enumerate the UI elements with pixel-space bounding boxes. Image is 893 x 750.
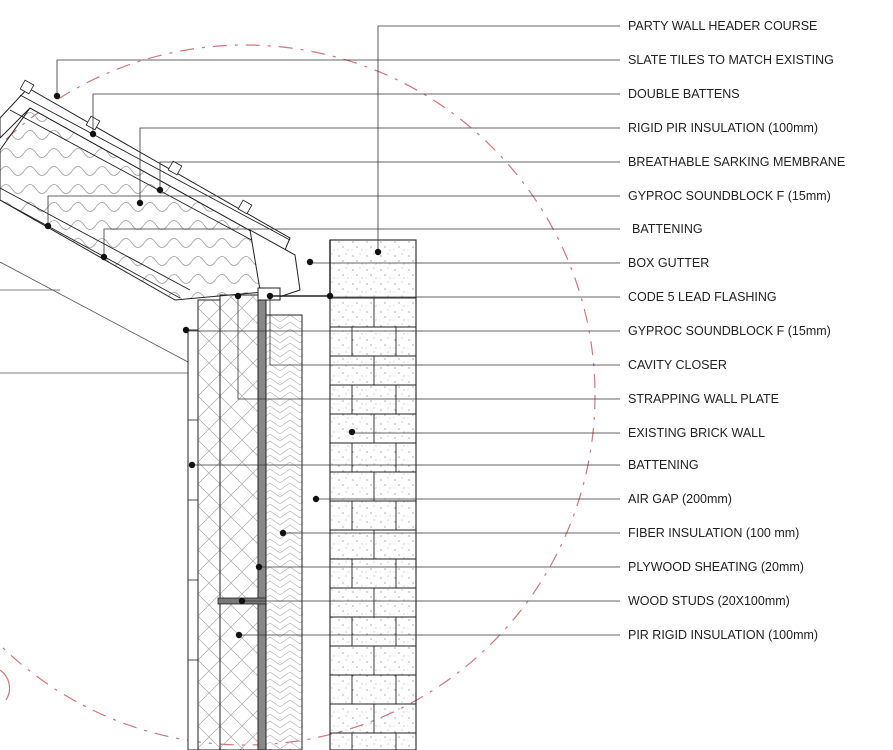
detail-circle-fragment: [0, 669, 11, 701]
label-lead-flashing: CODE 5 LEAD FLASHING: [628, 290, 777, 304]
label-sarking-membrane: BREATHABLE SARKING MEMBRANE: [628, 155, 845, 169]
label-gyproc-roof: GYPROC SOUNDBLOCK F (15mm): [628, 189, 831, 203]
leader-dot: [306, 258, 314, 266]
leader-dot: [188, 461, 196, 469]
label-plywood-sheathing: PLYWOOD SHEATING (20mm): [628, 560, 804, 574]
detail-boundary-circle: [0, 44, 596, 746]
label-box-gutter: BOX GUTTER: [628, 256, 709, 270]
leader-line: [139, 127, 620, 203]
label-strapping-wall-plate: STRAPPING WALL PLATE: [628, 392, 779, 406]
leader-dot: [312, 495, 320, 503]
leader-dot: [266, 292, 274, 300]
leader-dot: [53, 92, 61, 100]
leader-line: [159, 161, 620, 190]
leader-dots: [44, 92, 382, 639]
leader-line: [269, 296, 620, 366]
leader-dot: [374, 248, 382, 256]
leader-line: [237, 296, 620, 400]
leader-dot: [182, 326, 190, 334]
leader-line: [103, 228, 620, 257]
label-existing-brick-wall: EXISTING BRICK WALL: [628, 426, 765, 440]
label-double-battens: DOUBLE BATTENS: [628, 87, 740, 101]
label-wood-studs: WOOD STUDS (20X100mm): [628, 594, 790, 608]
wall-buildup: [187, 240, 331, 750]
label-rigid-pir-roof: RIGID PIR INSULATION (100mm): [628, 121, 818, 135]
leader-line: [377, 25, 620, 252]
leader-line: [47, 195, 620, 226]
leader-dot: [136, 199, 144, 207]
leader-dot: [100, 253, 108, 261]
label-cavity-closer: CAVITY CLOSER: [628, 358, 727, 372]
existing-brick-wall: [329, 239, 417, 750]
leader-dot: [44, 222, 52, 230]
annotation-labels: PARTY WALL HEADER COURSE SLATE TILES TO …: [628, 19, 845, 642]
leader-dot: [235, 631, 243, 639]
leader-dot: [238, 597, 246, 605]
label-slate-tiles: SLATE TILES TO MATCH EXISTING: [628, 53, 834, 67]
label-battening-wall: BATTENING: [628, 458, 699, 472]
interior-ceiling-lines: [0, 261, 189, 374]
leader-dot: [255, 563, 263, 571]
leader-dot: [89, 130, 97, 138]
leader-dot: [348, 428, 356, 436]
leader-dot: [156, 186, 164, 194]
label-fiber-insulation: FIBER INSULATION (100 mm): [628, 526, 799, 540]
label-pir-rigid-wall: PIR RIGID INSULATION (100mm): [628, 628, 818, 642]
leader-dot: [279, 529, 287, 537]
leader-dot: [326, 292, 334, 300]
label-gyproc-wall: GYPROC SOUNDBLOCK F (15mm): [628, 324, 831, 338]
leader-dot: [234, 292, 242, 300]
leader-line: [56, 59, 620, 96]
leader-line: [92, 93, 620, 134]
label-party-wall-header: PARTY WALL HEADER COURSE: [628, 19, 817, 33]
label-air-gap: AIR GAP (200mm): [628, 492, 732, 506]
roof-buildup: [0, 79, 301, 301]
label-battening-roof: BATTENING: [632, 222, 703, 236]
